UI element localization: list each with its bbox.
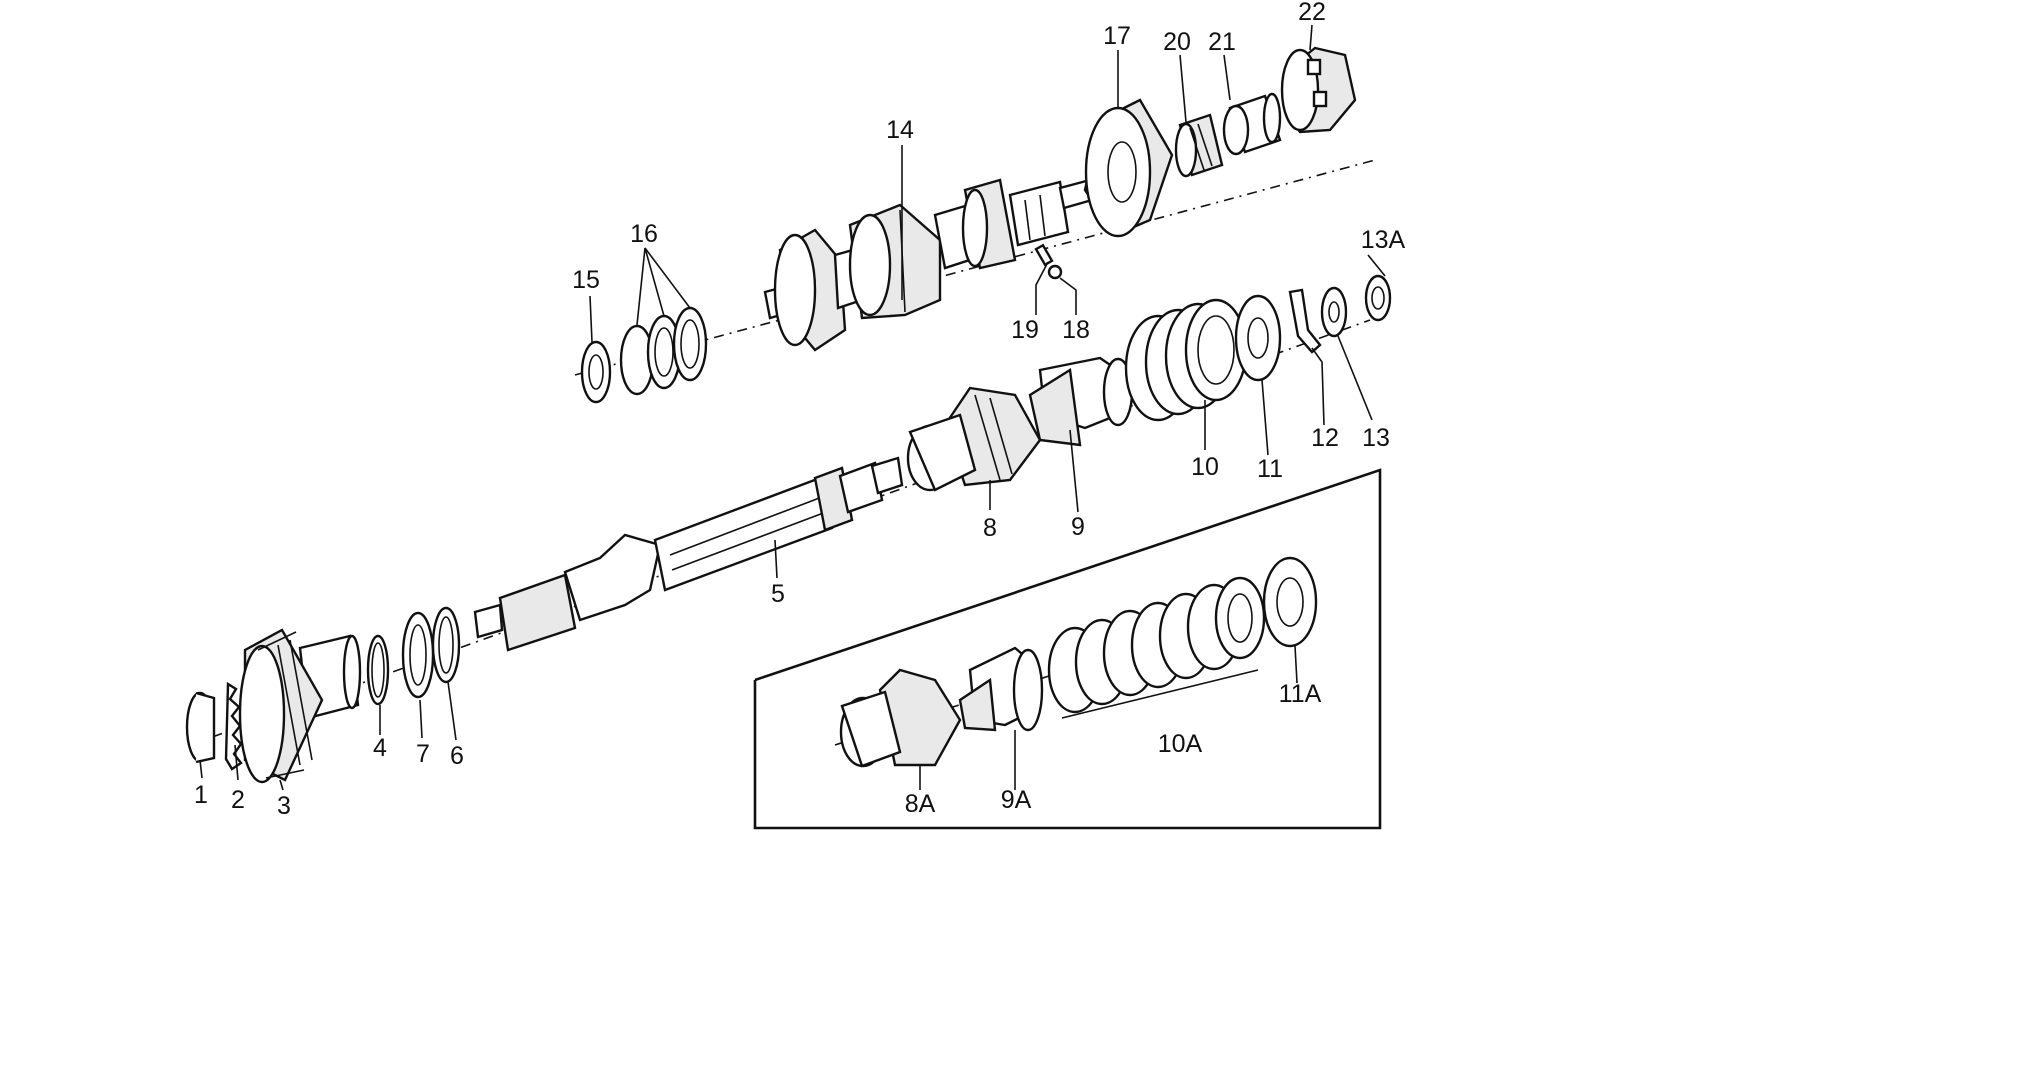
callout-17: 17 xyxy=(1103,22,1131,50)
callout-14: 14 xyxy=(886,116,914,144)
diagram-canvas: 1 2 3 4 5 6 7 8 9 10 11 12 13 13A 14 15 … xyxy=(185,0,1406,830)
callout-22: 22 xyxy=(1298,0,1326,26)
part-6-circlip xyxy=(431,606,461,684)
part-20-needle-bearing xyxy=(1174,113,1224,178)
callout-4: 4 xyxy=(373,734,387,762)
callout-13: 13 xyxy=(1362,424,1390,452)
callout-12: 12 xyxy=(1311,424,1339,452)
callout-11: 11 xyxy=(1257,455,1283,483)
callout-16: 16 xyxy=(630,220,658,248)
callout-9a: 9A xyxy=(1001,786,1032,814)
callout-20: 20 xyxy=(1163,28,1191,56)
part-8a-pinion-gear xyxy=(839,668,962,768)
part-15-shim xyxy=(580,340,612,404)
part-17-gear xyxy=(1083,98,1174,238)
part-11a-spring-cup xyxy=(1262,556,1318,648)
part-10a-springs xyxy=(1047,576,1266,714)
callout-15: 15 xyxy=(572,266,600,294)
part-13-washer xyxy=(1320,286,1348,338)
callout-6: 6 xyxy=(450,742,464,770)
part-2-lock-washer xyxy=(224,681,243,771)
part-12-clip xyxy=(1288,288,1322,354)
part-7-washer xyxy=(401,611,435,699)
callout-9: 9 xyxy=(1071,513,1085,541)
part-11-spring-cup xyxy=(1234,294,1282,382)
exploded-gearbox-diagram: 1 2 3 4 5 6 7 8 9 10 11 12 13 13A 14 15 … xyxy=(185,0,1406,830)
callout-19: 19 xyxy=(1011,316,1039,344)
callout-5: 5 xyxy=(771,580,785,608)
part-22-dog-clutch xyxy=(1280,46,1357,134)
callout-11a: 11A xyxy=(1279,680,1322,708)
part-9a-cam xyxy=(958,646,1044,732)
part-3-drive-gear xyxy=(238,628,362,784)
part-1-nut xyxy=(185,691,216,764)
leader-lines xyxy=(199,24,1386,791)
countershaft-axis xyxy=(574,159,1376,376)
part-21-bushing xyxy=(1222,92,1282,156)
part-14-countershaft xyxy=(763,178,1094,352)
part-10-spring xyxy=(1124,298,1248,422)
callout-3: 3 xyxy=(277,792,291,820)
callout-13a: 13A xyxy=(1361,226,1406,254)
callout-8a: 8A xyxy=(905,790,936,818)
part-16-shims xyxy=(619,306,708,396)
callout-10a: 10A xyxy=(1158,730,1203,758)
part-9-cam xyxy=(1028,356,1134,447)
callout-7: 7 xyxy=(416,740,430,768)
callout-18: 18 xyxy=(1062,316,1090,344)
part-18-ball xyxy=(1047,264,1063,280)
callout-8: 8 xyxy=(983,514,997,542)
callout-labels: 1 2 3 4 5 6 7 8 9 10 11 12 13 13A 14 15 … xyxy=(194,0,1406,820)
part-13a-washer xyxy=(1364,274,1392,322)
alternate-kit-frame xyxy=(753,468,1382,830)
callout-1: 1 xyxy=(194,781,208,809)
callout-2: 2 xyxy=(231,786,245,814)
part-8-pinion-gear xyxy=(906,386,1042,492)
part-4-ring xyxy=(366,634,390,706)
callout-10: 10 xyxy=(1191,453,1219,481)
callout-21: 21 xyxy=(1208,28,1236,56)
part-5-mainshaft xyxy=(473,456,904,652)
part-19-pin xyxy=(1034,243,1054,267)
